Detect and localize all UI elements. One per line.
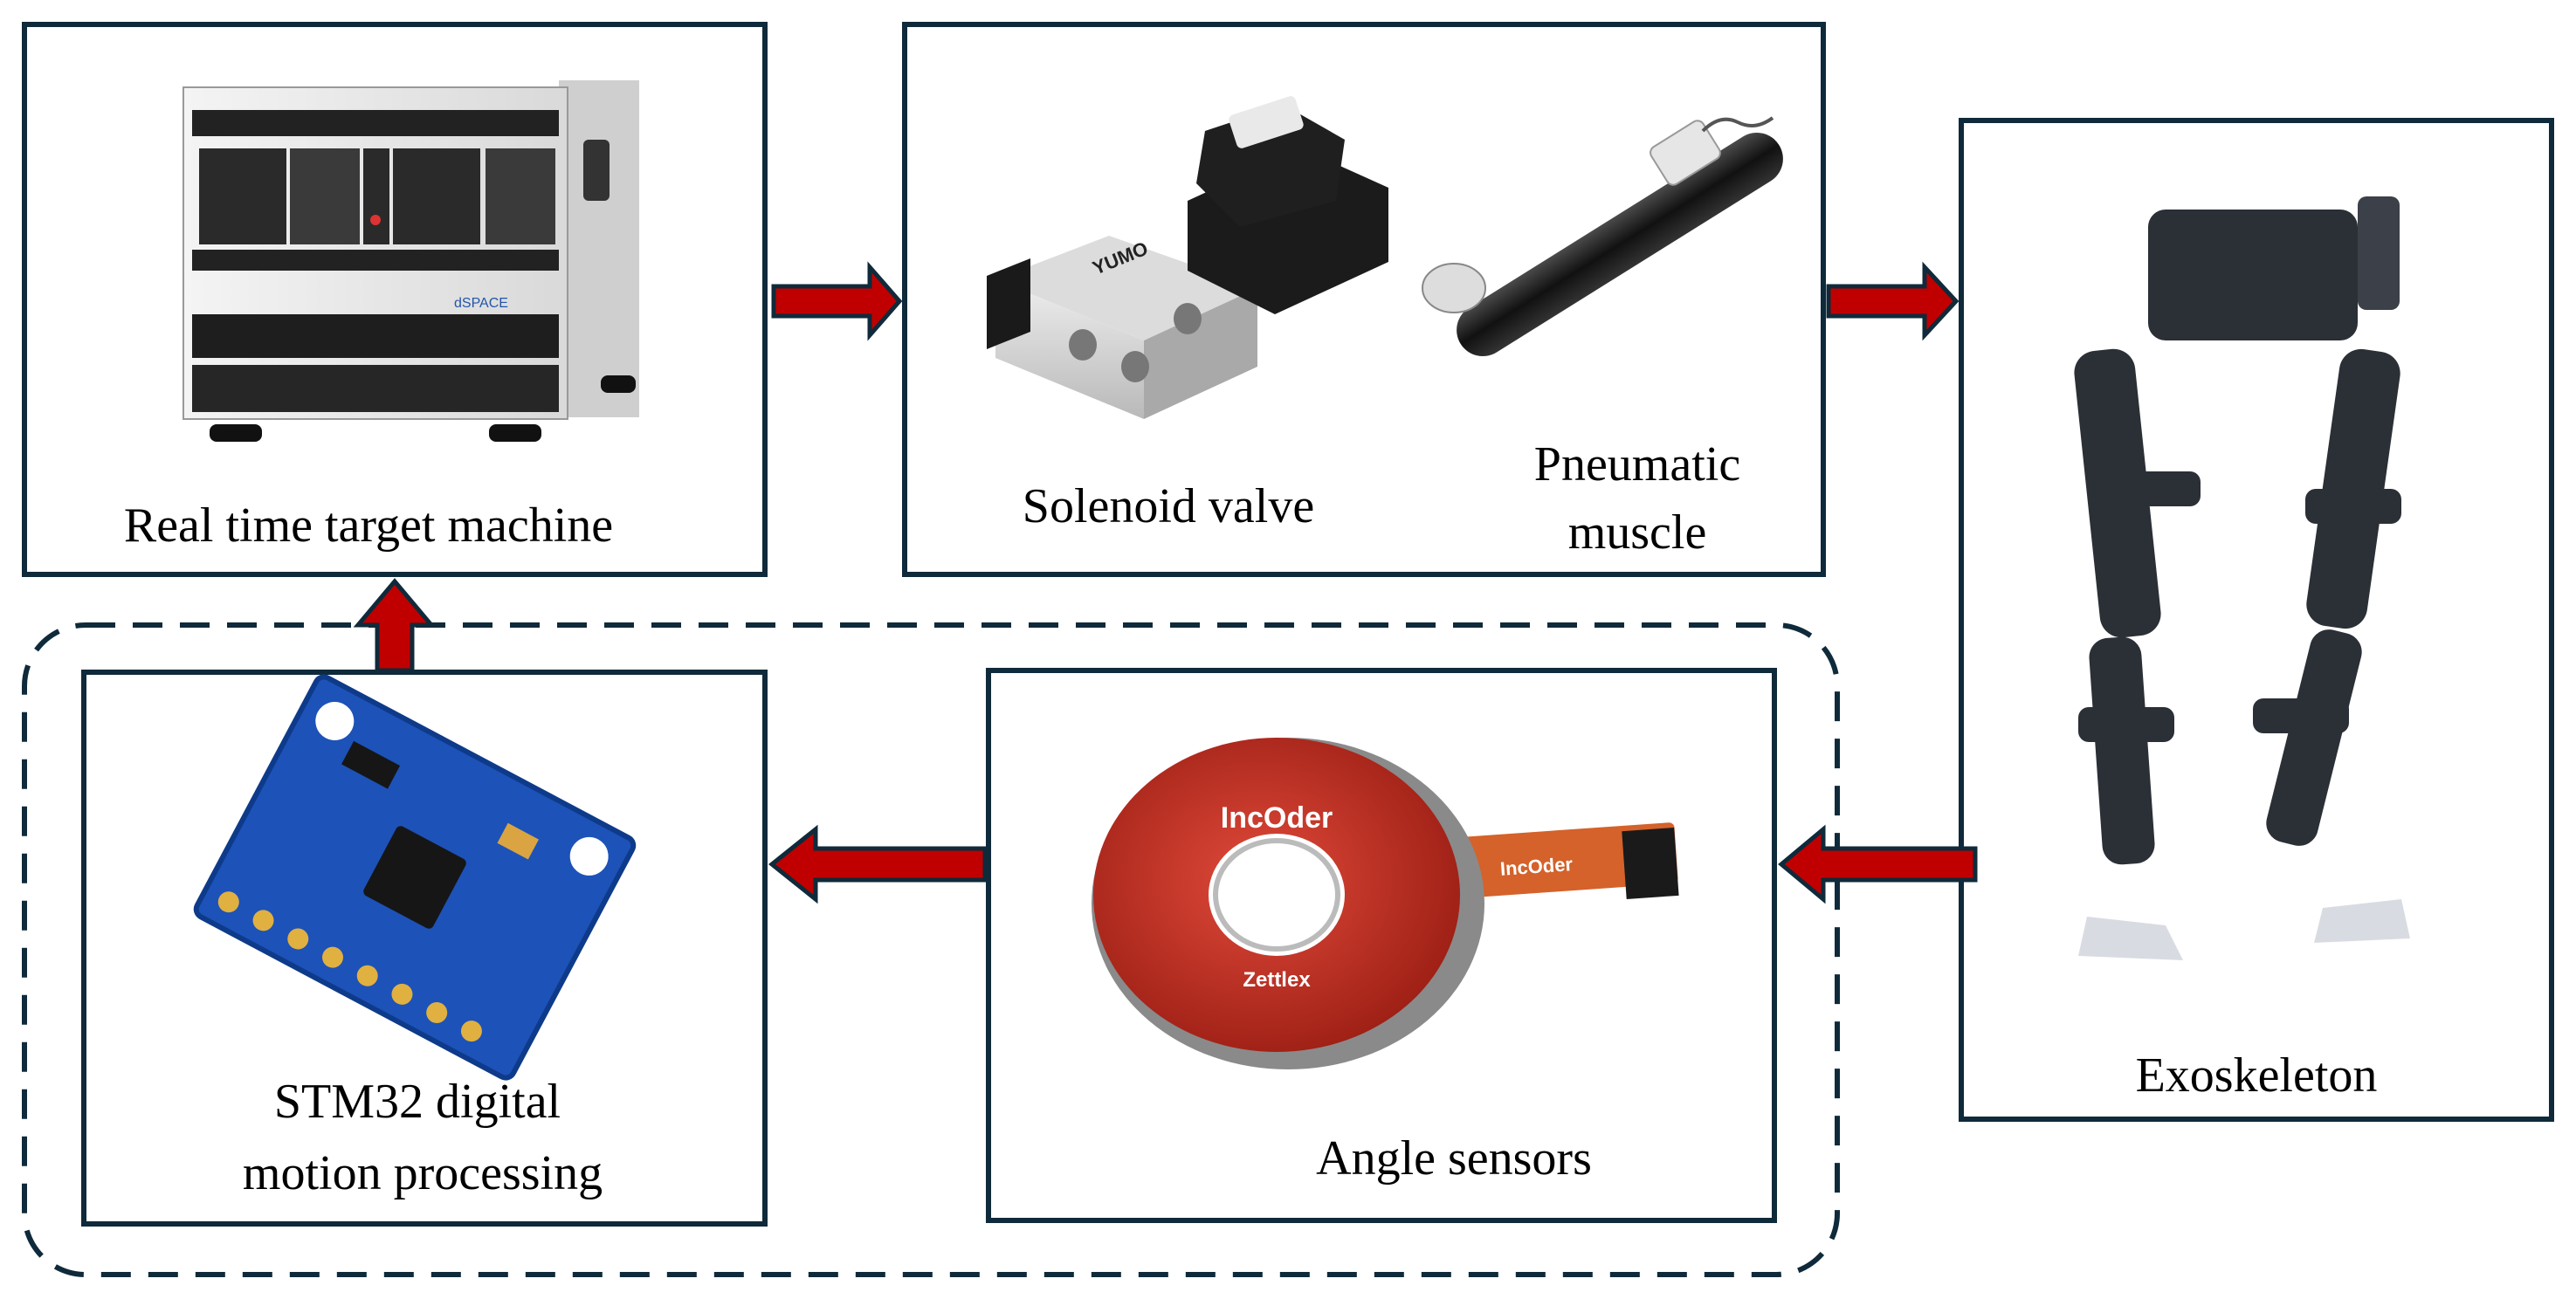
node-stm32: STM32 digital motion processing: [81, 670, 768, 1227]
arrow-rtm-to-valve: [771, 261, 903, 341]
solenoid-valve-icon: YUMO: [987, 96, 1388, 419]
encoder-brand: IncOder: [1221, 801, 1333, 835]
svg-text:dSPACE: dSPACE: [454, 296, 508, 311]
rotary-encoder-icon: IncOder IncOder Zettlex: [1092, 738, 1679, 1069]
node-actuation: YUMO Solenoid valve Pneumatic muscle: [902, 22, 1826, 577]
node-label: Real time target machine: [124, 498, 613, 553]
exoskeleton-icon: [2074, 196, 2410, 960]
encoder-brand-flex: IncOder: [1499, 853, 1574, 880]
node-real-time-target-machine: dSPACE Real time target machine: [22, 22, 768, 577]
node-label-muscle-1: Pneumatic: [1534, 437, 1740, 491]
arrow-valve-to-exo: [1826, 261, 1960, 341]
node-label-1: STM32 digital: [274, 1075, 561, 1129]
node-label-2: motion processing: [243, 1146, 603, 1200]
node-label: Angle sensors: [1316, 1131, 1592, 1186]
arrow-exo-to-angle: [1778, 824, 1978, 904]
encoder-maker: Zettlex: [1243, 968, 1311, 992]
sensing-loop-group: [22, 622, 1840, 1277]
node-label-muscle-2: muscle: [1568, 505, 1707, 560]
node-angle-sensors: IncOder IncOder Zettlex Angle sensors: [986, 668, 1777, 1223]
arrow-angle-to-stm: [768, 824, 988, 904]
sensor-board-icon: [193, 674, 637, 1081]
node-exoskeleton: Exoskeleton: [1959, 118, 2554, 1122]
pneumatic-muscle-icon: [1422, 116, 1783, 357]
node-label: Exoskeleton: [2136, 1048, 2378, 1103]
node-label-valve: Solenoid valve: [1023, 479, 1314, 533]
arrow-stm-to-rtm: [353, 578, 437, 673]
rack-server-icon: dSPACE: [183, 80, 639, 442]
